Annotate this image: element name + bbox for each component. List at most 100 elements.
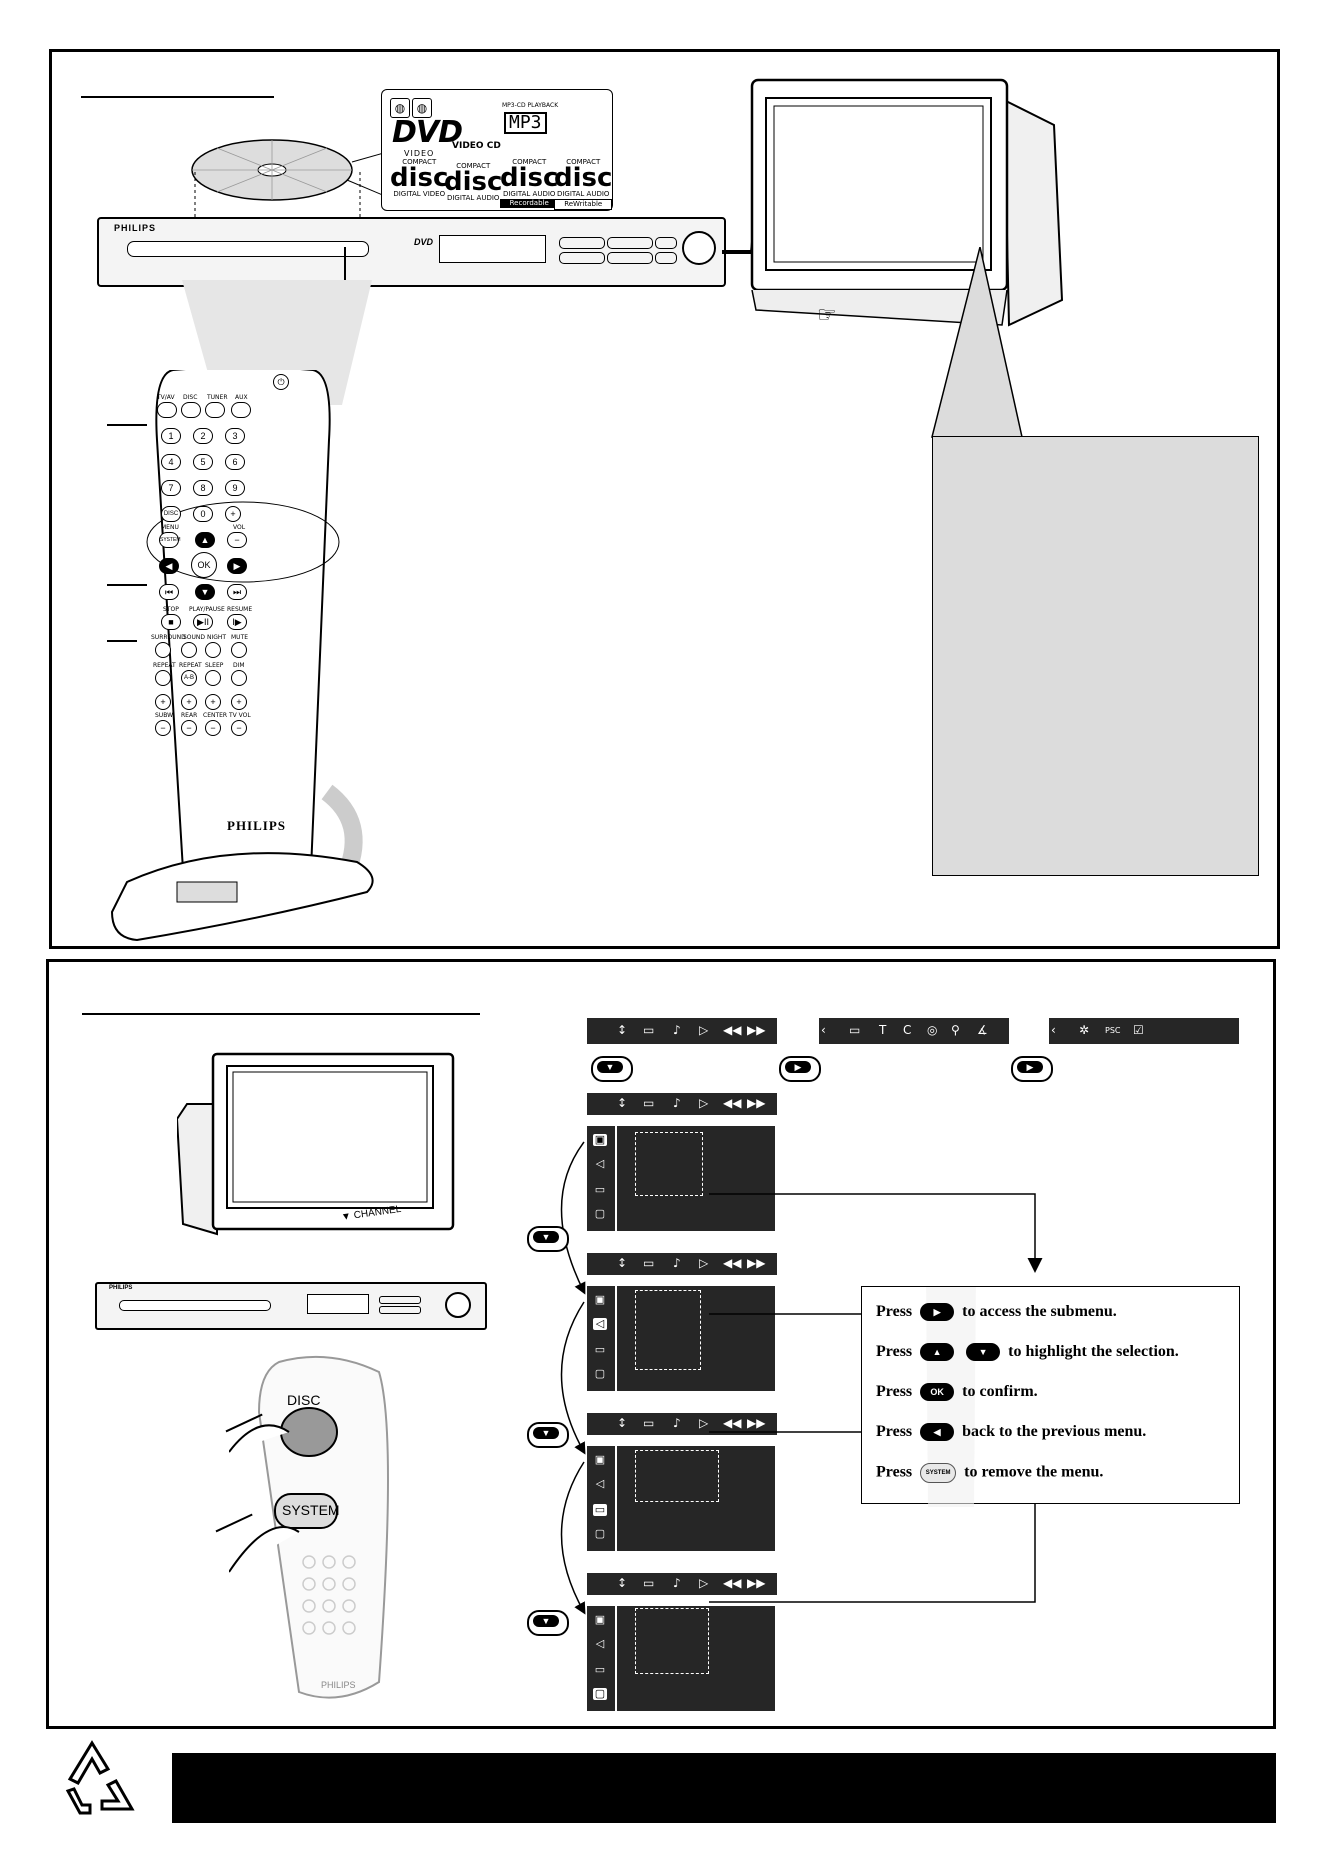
player-button[interactable] (655, 252, 677, 264)
center-minus-button[interactable]: − (205, 720, 221, 736)
play-icon[interactable]: ▷ (699, 1023, 709, 1037)
down-arrow-button[interactable]: ▼ (195, 584, 215, 600)
subw-plus-button[interactable]: + (155, 694, 171, 710)
picture-icon[interactable]: ▣ (594, 1614, 606, 1626)
angle-icon[interactable]: ∡ (977, 1023, 988, 1037)
display-icon[interactable]: ▭ (849, 1023, 861, 1037)
vol-plus-button[interactable]: + (225, 506, 241, 522)
features-icon[interactable]: ▢ (594, 1528, 606, 1540)
disc-tray[interactable] (119, 1300, 271, 1311)
player-button[interactable] (559, 237, 605, 249)
stop-button[interactable]: ■ (161, 614, 181, 630)
sleep-button[interactable] (205, 670, 221, 686)
zoom-icon[interactable]: ⚲ (951, 1023, 960, 1037)
digit-5-button[interactable]: 5 (193, 454, 213, 470)
tv-vol-minus-button[interactable]: − (231, 720, 247, 736)
language-icon[interactable]: ▭ (593, 1504, 607, 1516)
digit-6-button[interactable]: 6 (225, 454, 245, 470)
open-close-pointer (344, 247, 346, 307)
digit-4-button[interactable]: 4 (161, 454, 181, 470)
next-button[interactable]: ⏭ (227, 584, 247, 600)
night-button[interactable] (205, 642, 221, 658)
play-pause-button[interactable]: ▶II (193, 614, 213, 630)
language-icon[interactable]: ▭ (594, 1344, 606, 1356)
player-button[interactable] (655, 237, 677, 249)
digit-0-button[interactable]: 0 (193, 506, 213, 522)
sound-button[interactable] (181, 642, 197, 658)
repeat-ab-button[interactable]: A-B (181, 670, 197, 686)
sound-icon[interactable]: ◁ (595, 1478, 605, 1490)
system-menu-button[interactable]: SYSTEM (159, 532, 181, 548)
psc-icon[interactable]: PSC (1105, 1026, 1121, 1035)
checkbox-icon[interactable]: ☑ (1133, 1023, 1144, 1037)
digit-3-button[interactable]: 3 (225, 428, 245, 444)
center-plus-button[interactable]: + (205, 694, 221, 710)
sound-icon[interactable]: ◁ (593, 1318, 607, 1330)
down-nav-button[interactable]: ▼ (591, 1056, 633, 1082)
right-nav-button[interactable]: ▶ (779, 1056, 821, 1082)
speaker-icon[interactable]: ♪ (673, 1023, 681, 1037)
sound-icon[interactable]: ◁ (595, 1158, 605, 1170)
player-button[interactable] (607, 237, 653, 249)
digit-9-button[interactable]: 9 (225, 480, 245, 496)
language-icon[interactable]: ▭ (594, 1664, 606, 1676)
ok-button[interactable]: OK (191, 552, 217, 578)
resume-button[interactable]: I▶ (227, 614, 247, 630)
features-icon[interactable]: ▢ (594, 1208, 606, 1220)
picture-icon[interactable]: ▣ (594, 1454, 606, 1466)
player-button[interactable] (607, 252, 653, 264)
surround-button[interactable] (155, 642, 171, 658)
bottom-panel: ▼ CHANNEL PHILIPS DISC SYSTEM PHILIPS (46, 959, 1276, 1729)
rear-plus-button[interactable]: + (181, 694, 197, 710)
digit-8-button[interactable]: 8 (193, 480, 213, 496)
features-icon[interactable]: ▢ (594, 1368, 606, 1380)
player-button[interactable] (559, 252, 605, 264)
picture-icon[interactable]: ▣ (594, 1294, 606, 1306)
scroll-left-icon: ‹ (821, 1023, 826, 1037)
tv-vol-plus-button[interactable]: + (231, 694, 247, 710)
mute-button[interactable] (231, 642, 247, 658)
right-arrow-button[interactable]: ▶ (227, 558, 247, 574)
digit-1-button[interactable]: 1 (161, 428, 181, 444)
menu-bar-step-1: ↕ ▭ ♪ ▷ ◀◀ ▶▶ (587, 1093, 777, 1115)
brightness-icon[interactable]: ✲ (1079, 1023, 1090, 1037)
general-settings-icon[interactable]: ↕ (617, 1023, 628, 1037)
digit-7-button[interactable]: 7 (161, 480, 181, 496)
down-nav-button[interactable]: ▼ (527, 1422, 569, 1448)
power-icon[interactable]: ⏻ (273, 374, 289, 390)
disc-menu-button[interactable]: DISC (161, 506, 181, 522)
disc-tray[interactable] (127, 241, 369, 257)
player-button[interactable] (379, 1296, 421, 1304)
dim-button[interactable] (231, 670, 247, 686)
volume-knob[interactable] (445, 1292, 471, 1318)
features-icon[interactable]: ▢ (593, 1688, 607, 1700)
subw-minus-button[interactable]: − (155, 720, 171, 736)
disc-button[interactable] (181, 402, 201, 418)
rewind-icon[interactable]: ◀◀ (723, 1023, 742, 1037)
menu-sidebar: ▣ ◁ ▭ ▢ (587, 1126, 617, 1231)
volume-knob[interactable] (682, 231, 716, 265)
disc-icon[interactable]: ◎ (927, 1023, 938, 1037)
tv-icon[interactable]: ▭ (643, 1023, 655, 1037)
color-icon[interactable]: C (903, 1023, 912, 1037)
pointer-line (107, 640, 137, 642)
up-arrow-button[interactable]: ▲ (195, 532, 215, 548)
picture-icon[interactable]: ▣ (593, 1134, 607, 1146)
aux-button[interactable] (231, 402, 251, 418)
tuner-button[interactable] (205, 402, 225, 418)
player-button[interactable] (379, 1306, 421, 1314)
digit-2-button[interactable]: 2 (193, 428, 213, 444)
left-arrow-button[interactable]: ◀ (159, 558, 179, 574)
vol-minus-button[interactable]: − (227, 532, 247, 548)
right-nav-button[interactable]: ▶ (1011, 1056, 1053, 1082)
repeat-button[interactable] (155, 670, 171, 686)
text-icon[interactable]: T (879, 1023, 887, 1037)
sound-icon[interactable]: ◁ (595, 1638, 605, 1650)
tv-av-button[interactable] (157, 402, 177, 418)
rear-minus-button[interactable]: − (181, 720, 197, 736)
forward-icon[interactable]: ▶▶ (747, 1023, 766, 1037)
down-nav-button[interactable]: ▼ (527, 1226, 569, 1252)
previous-button[interactable]: ⏮ (159, 584, 179, 600)
language-icon[interactable]: ▭ (594, 1184, 606, 1196)
down-nav-button[interactable]: ▼ (527, 1610, 569, 1636)
